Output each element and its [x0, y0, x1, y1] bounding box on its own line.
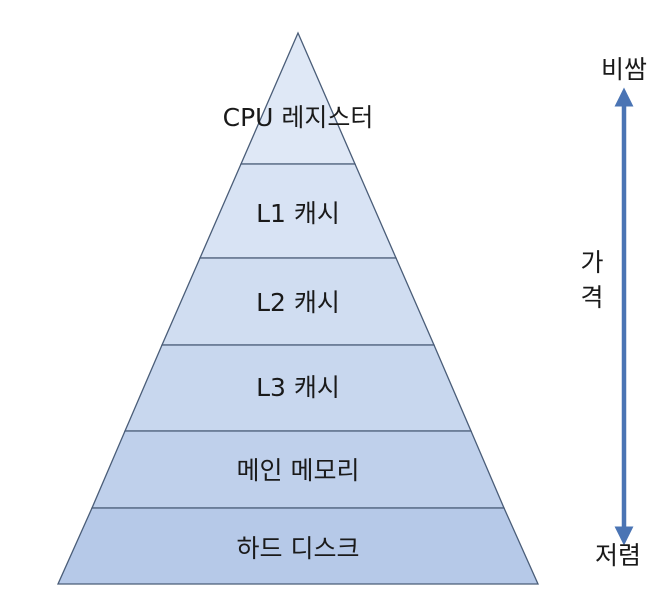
price-low-label: 저렴: [595, 541, 641, 570]
price-high-label: 비쌈: [601, 55, 647, 84]
pyramid-labels: CPU 레지스터 L1 캐시 L2 캐시 L3 캐시 메인 메모리 하드 디스크: [223, 103, 374, 563]
pyramid-layer-cpu-register: [240, 31, 356, 165]
layer-label-main-memory: 메인 메모리: [237, 456, 360, 485]
layer-label-cpu-register: CPU 레지스터: [223, 103, 374, 132]
price-label-char-2: 격: [580, 283, 603, 312]
layer-label-l2-cache: L2 캐시: [256, 288, 340, 317]
layer-label-hard-disk: 하드 디스크: [237, 534, 360, 563]
pyramid: [56, 31, 540, 585]
layer-label-l3-cache: L3 캐시: [256, 373, 340, 402]
price-label-char-1: 가: [580, 248, 603, 277]
pyramid-layer-hard-disk: [56, 507, 540, 585]
price-axis: 비쌈 가 격 저렴: [580, 55, 647, 570]
layer-label-l1-cache: L1 캐시: [256, 199, 340, 228]
